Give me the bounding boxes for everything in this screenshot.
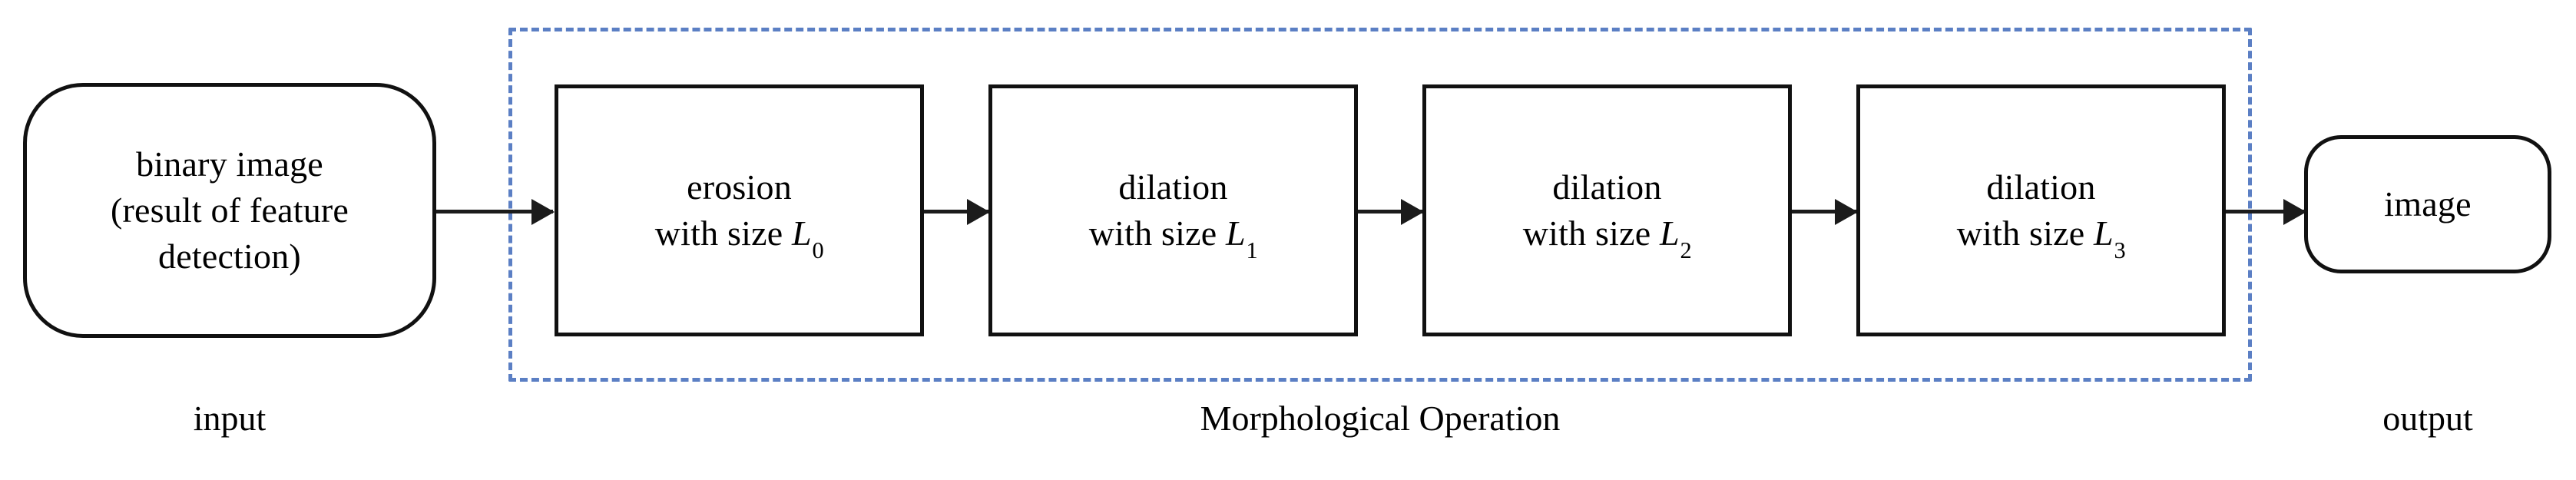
caption-input: input <box>193 399 267 438</box>
node-input-line-3: detection) <box>158 236 301 276</box>
node-dilation-1-operation: dilation <box>1118 167 1228 207</box>
node-dilation-3[interactable]: dilation with size L3 <box>1856 84 2226 336</box>
caption-morphological-operation: Morphological Operation <box>1200 399 1561 438</box>
node-dilation-3-param-subscript: 3 <box>2114 237 2126 263</box>
node-erosion-text: erosion with size L0 <box>654 164 824 262</box>
caption-output: output <box>2382 399 2473 438</box>
node-erosion-param-symbol: L <box>792 214 812 253</box>
node-erosion-param: with size L0 <box>654 210 824 262</box>
node-dilation-1-param: with size L1 <box>1088 210 1258 262</box>
node-dilation-2[interactable]: dilation with size L2 <box>1422 84 1792 336</box>
node-dilation-1-text: dilation with size L1 <box>1088 164 1258 262</box>
node-dilation-3-param-prefix: with size <box>1956 214 2094 253</box>
node-dilation-2-param-prefix: with size <box>1522 214 1660 253</box>
node-dilation-3-operation: dilation <box>1986 167 2096 207</box>
node-dilation-1-param-subscript: 1 <box>1246 237 1258 263</box>
arrow-dilation-3-to-output <box>2225 210 2305 214</box>
node-input-line-2: (result of feature <box>110 190 349 230</box>
node-dilation-2-param: with size L2 <box>1522 210 1692 262</box>
arrow-erosion-to-dilation-1 <box>923 210 988 214</box>
arrow-dilation-2-to-dilation-3 <box>1791 210 1856 214</box>
node-dilation-1-param-symbol: L <box>1226 214 1246 253</box>
node-dilation-1[interactable]: dilation with size L1 <box>988 84 1358 336</box>
node-binary-image-input[interactable]: binary image (result of feature detectio… <box>23 83 436 338</box>
arrow-dilation-1-to-dilation-2 <box>1357 210 1422 214</box>
arrow-input-to-erosion <box>436 210 553 214</box>
node-dilation-2-text: dilation with size L2 <box>1522 164 1692 262</box>
node-input-line-1: binary image <box>136 144 323 184</box>
node-erosion[interactable]: erosion with size L0 <box>555 84 924 336</box>
node-image-output[interactable]: image <box>2304 135 2551 273</box>
node-image-output-text: image <box>2384 181 2471 227</box>
node-binary-image-input-text: binary image (result of feature detectio… <box>111 141 349 279</box>
node-dilation-2-param-subscript: 2 <box>1680 237 1692 263</box>
node-erosion-param-subscript: 0 <box>812 237 824 263</box>
node-dilation-2-operation: dilation <box>1552 167 1662 207</box>
node-dilation-3-param: with size L3 <box>1956 210 2126 262</box>
node-output-label: image <box>2384 184 2472 224</box>
node-erosion-param-prefix: with size <box>654 214 793 253</box>
node-dilation-3-param-symbol: L <box>2094 214 2114 253</box>
node-dilation-2-param-symbol: L <box>1660 214 1680 253</box>
node-dilation-1-param-prefix: with size <box>1088 214 1227 253</box>
node-erosion-operation: erosion <box>687 167 792 207</box>
node-dilation-3-text: dilation with size L3 <box>1956 164 2126 262</box>
morphological-operation-group <box>508 28 2252 382</box>
